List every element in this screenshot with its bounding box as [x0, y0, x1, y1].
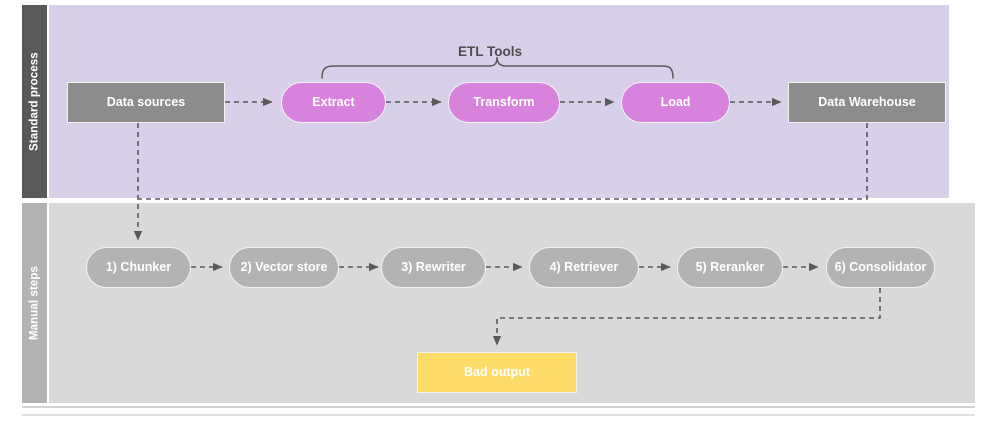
lane-label-standard-process: Standard process	[22, 5, 47, 198]
node-chunker[interactable]: 1) Chunker	[86, 247, 191, 288]
lane-label-manual-steps: Manual steps	[22, 203, 47, 403]
node-transform[interactable]: Transform	[448, 82, 560, 123]
etl-tools-label: ETL Tools	[458, 44, 522, 59]
node-rewriter[interactable]: 3) Rewriter	[381, 247, 486, 288]
node-retriever[interactable]: 4) Retriever	[529, 247, 639, 288]
node-data-warehouse[interactable]: Data Warehouse	[788, 82, 946, 123]
node-reranker[interactable]: 5) Reranker	[677, 247, 783, 288]
footer-divider-secondary	[22, 414, 975, 416]
node-bad-output[interactable]: Bad output	[417, 352, 577, 393]
node-vector-store[interactable]: 2) Vector store	[229, 247, 339, 288]
node-extract[interactable]: Extract	[281, 82, 386, 123]
node-consolidator[interactable]: 6) Consolidator	[826, 247, 935, 288]
node-load[interactable]: Load	[621, 82, 730, 123]
footer-divider-primary	[22, 406, 975, 408]
node-data-sources[interactable]: Data sources	[67, 82, 225, 123]
